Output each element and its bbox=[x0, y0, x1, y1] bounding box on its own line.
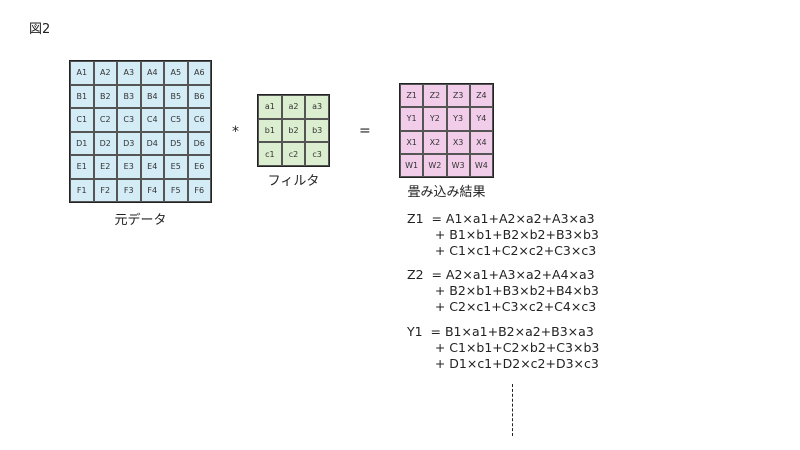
formula-line: + B1×b1+B2×b2+B3×b3 bbox=[407, 227, 599, 242]
source-cell: B3 bbox=[117, 84, 141, 108]
source-cell: C4 bbox=[140, 108, 164, 132]
source-cell: B5 bbox=[164, 84, 188, 108]
source-cell: B4 bbox=[140, 84, 164, 108]
formula-line: Y1 = B1×a1+B2×a2+B3×a3 bbox=[407, 324, 594, 339]
source-cell: D1 bbox=[70, 131, 94, 155]
source-cell: C6 bbox=[187, 108, 211, 132]
result-cell: X2 bbox=[423, 130, 447, 154]
source-data-caption: 元データ bbox=[114, 213, 167, 228]
source-cell: A6 bbox=[187, 61, 211, 85]
formula-line: + B2×b1+B3×b2+B4×b3 bbox=[407, 283, 599, 298]
source-cell: C2 bbox=[93, 108, 117, 132]
result-cell: Z3 bbox=[446, 84, 470, 108]
filter-cell: a3 bbox=[305, 95, 329, 119]
source-cell: A2 bbox=[93, 61, 117, 85]
continuation-dashed-line bbox=[512, 384, 513, 436]
source-cell: A3 bbox=[117, 61, 141, 85]
result-cell: X4 bbox=[469, 130, 493, 154]
filter-cell: a1 bbox=[258, 95, 282, 119]
source-cell: B1 bbox=[70, 84, 94, 108]
filter-cell: b3 bbox=[305, 118, 329, 143]
source-cell: E5 bbox=[164, 155, 188, 179]
formula-line: + D1×c1+D2×c2+D3×c3 bbox=[407, 356, 599, 371]
result-caption: 畳み込み結果 bbox=[407, 185, 486, 200]
convolve-operator: * bbox=[232, 124, 239, 140]
source-cell: D6 bbox=[187, 131, 211, 155]
source-cell: F5 bbox=[164, 178, 188, 202]
source-cell: B6 bbox=[187, 84, 211, 108]
filter-cell: c3 bbox=[305, 142, 329, 166]
result-cell: W1 bbox=[400, 153, 424, 177]
figure-label: 図2 bbox=[29, 22, 51, 37]
source-cell: F6 bbox=[187, 178, 211, 202]
formula-y1: Y1 = B1×a1+B2×a2+B3×a3 + C1×b1+C2×b2+C3×… bbox=[407, 324, 599, 372]
source-cell: A5 bbox=[164, 61, 188, 85]
source-cell: E1 bbox=[70, 155, 94, 179]
source-cell: F4 bbox=[140, 178, 164, 202]
equals-operator: = bbox=[359, 123, 371, 139]
source-cell: D4 bbox=[140, 131, 164, 155]
source-cell: B2 bbox=[93, 84, 117, 108]
result-cell: X3 bbox=[446, 130, 470, 154]
source-cell: C5 bbox=[164, 108, 188, 132]
result-cell: W3 bbox=[446, 153, 470, 177]
source-cell: F3 bbox=[117, 178, 141, 202]
source-cell: A1 bbox=[70, 61, 94, 85]
source-cell: C3 bbox=[117, 108, 141, 132]
formula-line: + C2×c1+C3×c2+C4×c3 bbox=[407, 299, 597, 314]
source-cell: E6 bbox=[187, 155, 211, 179]
source-cell: D2 bbox=[93, 131, 117, 155]
source-cell: F2 bbox=[93, 178, 117, 202]
result-cell: X1 bbox=[400, 130, 424, 154]
source-cell: D5 bbox=[164, 131, 188, 155]
formula-line: Z1 = A1×a1+A2×a2+A3×a3 bbox=[407, 211, 595, 226]
result-cell: Z1 bbox=[400, 84, 424, 108]
result-cell: Z2 bbox=[423, 84, 447, 108]
source-cell: D3 bbox=[117, 131, 141, 155]
filter-cell: c1 bbox=[258, 142, 282, 166]
source-cell: C1 bbox=[70, 108, 94, 132]
filter-caption: フィルタ bbox=[267, 174, 320, 189]
formula-z1: Z1 = A1×a1+A2×a2+A3×a3 + B1×b1+B2×b2+B3×… bbox=[407, 211, 599, 259]
filter-cell: c2 bbox=[281, 142, 306, 166]
result-cell: Y1 bbox=[400, 107, 424, 131]
result-cell: Y4 bbox=[469, 107, 493, 131]
source-cell: E3 bbox=[117, 155, 141, 179]
source-cell: A4 bbox=[140, 61, 164, 85]
result-cell: Y2 bbox=[423, 107, 447, 131]
filter-cell: b2 bbox=[281, 118, 306, 143]
result-cell: Y3 bbox=[446, 107, 470, 131]
result-cell: W4 bbox=[469, 153, 493, 177]
formula-line: + C1×c1+C2×c2+C3×c3 bbox=[407, 243, 597, 258]
filter-cell: a2 bbox=[281, 95, 306, 119]
formula-z2: Z2 = A2×a1+A3×a2+A4×a3 + B2×b1+B3×b2+B4×… bbox=[407, 267, 599, 315]
formula-line: Z2 = A2×a1+A3×a2+A4×a3 bbox=[407, 267, 595, 282]
result-cell: Z4 bbox=[469, 84, 493, 108]
filter-cell: b1 bbox=[258, 118, 282, 143]
formula-line: + C1×b1+C2×b2+C3×b3 bbox=[407, 340, 600, 355]
source-cell: E2 bbox=[93, 155, 117, 179]
source-cell: F1 bbox=[70, 178, 94, 202]
result-cell: W2 bbox=[423, 153, 447, 177]
source-cell: E4 bbox=[140, 155, 164, 179]
